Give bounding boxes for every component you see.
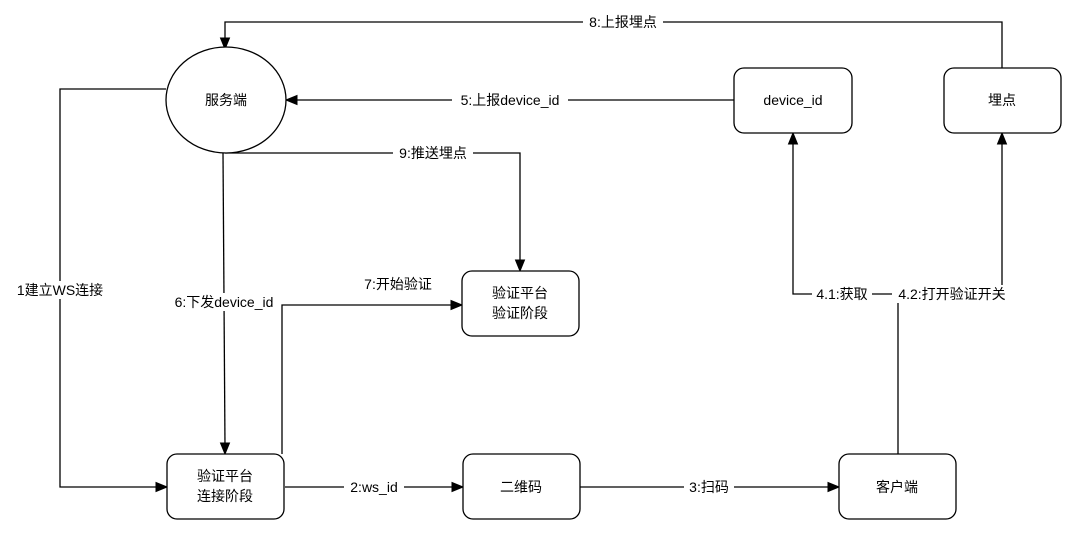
node-connect-stage: 验证平台 连接阶段	[166, 453, 285, 520]
edge-label-establish-ws: 1建立WS连接	[17, 282, 103, 298]
edge-label-report-tracking: 8:上报埋点	[589, 14, 657, 30]
edge-label-scan: 3:扫码	[689, 479, 729, 495]
node-tracking-point: 埋点	[943, 67, 1062, 134]
node-tracking-point-label: 埋点	[988, 92, 1016, 108]
edge-report-device-id: 5:上报device_id	[284, 91, 734, 109]
edge-label-report-device-id: 5:上报device_id	[461, 92, 560, 108]
node-device-id: device_id	[733, 67, 853, 134]
edge-label-push-tracking: 9:推送埋点	[399, 145, 467, 161]
edge-label-issue-device-id: 6:下发device_id	[175, 294, 274, 310]
node-server: 服务端	[165, 46, 287, 154]
node-connect-stage-line1: 验证平台	[197, 468, 253, 484]
edge-scan: 3:扫码	[580, 478, 841, 496]
node-qrcode-label: 二维码	[500, 479, 542, 495]
edge-label-enable-verify: 4.2:打开验证开关	[898, 286, 1005, 302]
edge-label-get: 4.1:获取	[816, 286, 867, 302]
node-connect-stage-line2: 连接阶段	[197, 488, 253, 504]
edge-issue-device-id: 6:下发device_id	[168, 152, 280, 456]
node-qrcode: 二维码	[462, 453, 581, 520]
node-verify-stage: 验证平台 验证阶段	[461, 270, 580, 337]
edge-report-tracking: 8:上报埋点	[219, 13, 1003, 68]
edge-establish-ws: 1建立WS连接	[12, 88, 169, 493]
node-verify-stage-line2: 验证阶段	[492, 305, 548, 321]
edge-push-tracking: 9:推送埋点	[225, 144, 526, 273]
edge-label-start-verification: 7:开始验证	[364, 276, 432, 292]
node-client-label: 客户端	[876, 479, 918, 495]
edge-ws-id: 2:ws_id	[285, 478, 465, 496]
node-verify-stage-line1: 验证平台	[492, 285, 548, 301]
edge-label-ws-id: 2:ws_id	[350, 479, 397, 495]
node-device-id-label: device_id	[763, 92, 822, 108]
node-server-label: 服务端	[205, 92, 247, 108]
edge-get-and-enable: 4.1:获取 4.2:打开验证开关	[787, 131, 1012, 454]
node-client: 客户端	[838, 453, 957, 520]
edge-start-verification: 7:开始验证	[281, 276, 464, 454]
